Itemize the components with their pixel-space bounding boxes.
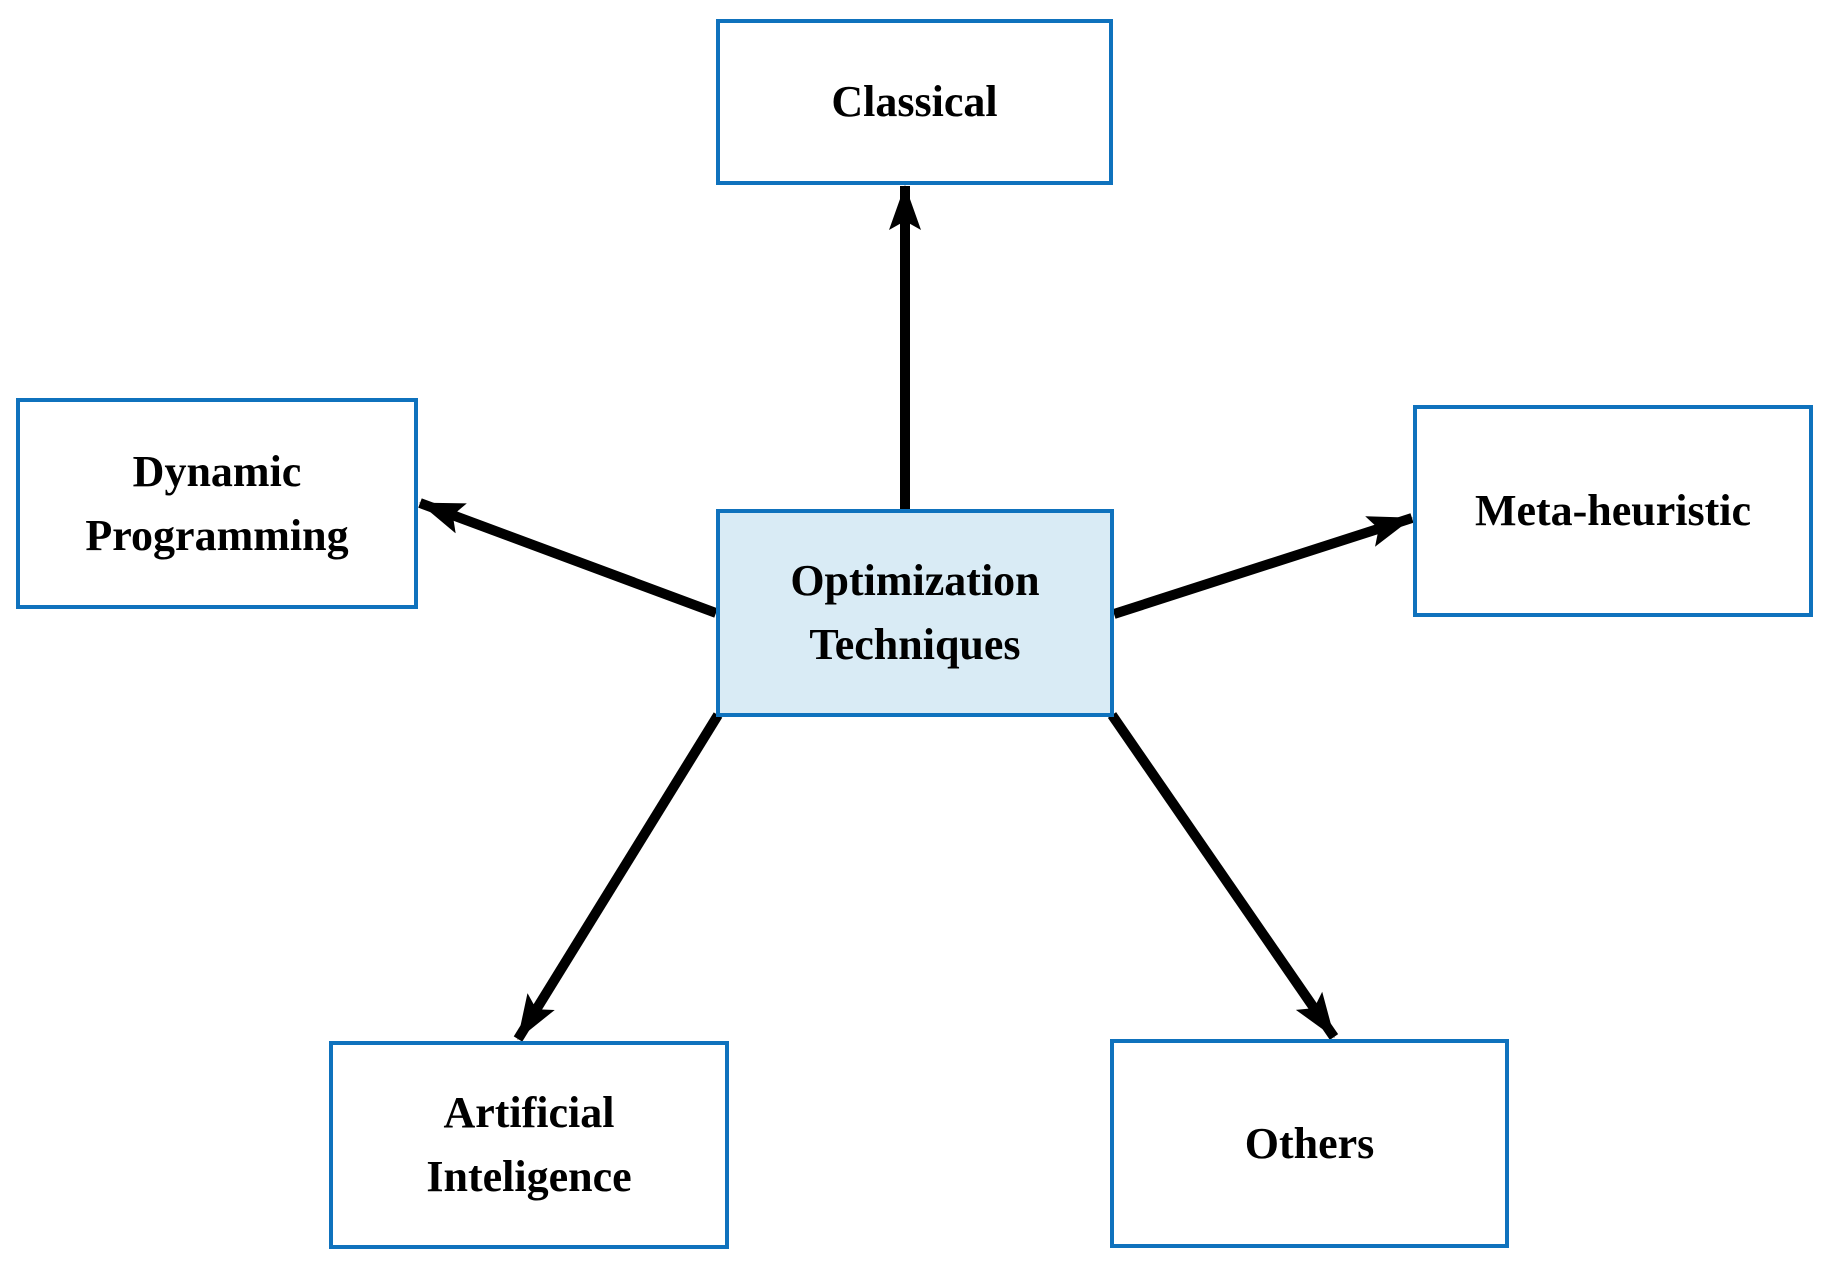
node-artificial-inteligence-label-line2: Inteligence [426,1152,632,1201]
node-others-label: Others [1244,1118,1375,1168]
node-dynamic-programming-label-line2: Programming [85,510,349,560]
node-optimization-techniques-label-line2: Techniques [809,620,1021,669]
node-optimization-techniques: Optimization Techniques [716,509,1114,717]
node-optimization-techniques-label-line1: Optimization [790,556,1040,605]
arrow-center-to-meta-heuristic [1112,513,1414,619]
node-artificial-inteligence-label-line1: Artificial [443,1088,615,1137]
node-dynamic-programming-label-line1: Dynamic [132,446,302,496]
node-meta-heuristic-label: Meta-heuristic [1474,486,1752,535]
node-others: Others [1110,1039,1509,1248]
node-classical: Classical [716,19,1113,185]
arrow-center-to-others [1107,712,1339,1040]
node-classical-label: Classical [831,77,998,126]
arrow-center-to-artificial-inteligence [513,712,723,1042]
arrow-center-to-dynamic-programming [418,498,718,618]
node-dynamic-programming: Dynamic Programming [16,398,418,609]
node-artificial-inteligence: Artificial Inteligence [329,1041,729,1249]
node-meta-heuristic: Meta-heuristic [1413,405,1813,617]
